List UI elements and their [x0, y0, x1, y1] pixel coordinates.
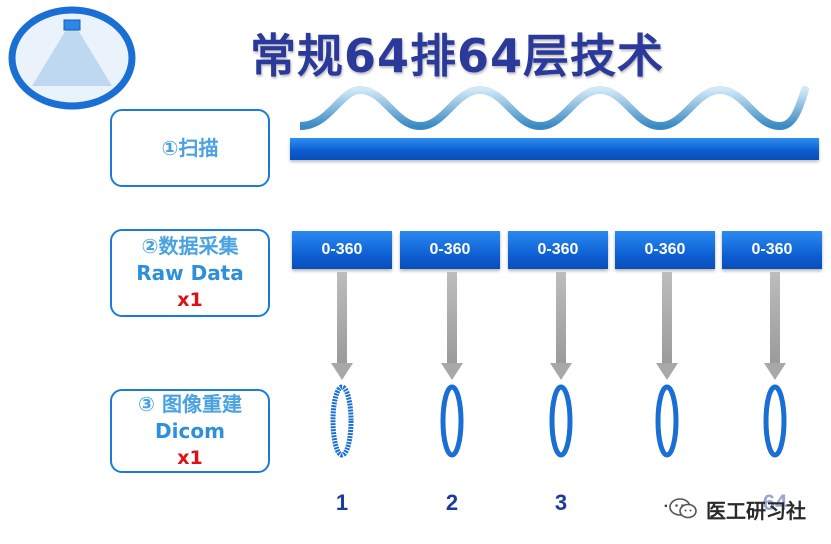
arrow-2 [441, 272, 463, 380]
segment-4: 0-360 [615, 231, 715, 269]
step-acquisition-sub: Raw Data [136, 260, 244, 285]
step-acquisition-count: x1 [177, 288, 203, 311]
step-scan-box: ①扫描 [110, 109, 270, 187]
arrow-1 [331, 272, 353, 380]
ring-number-3: 3 [554, 490, 568, 515]
image-ring-1 [330, 384, 354, 458]
watermark: 医工研习社 [668, 494, 806, 524]
scanner-logo-icon [8, 6, 136, 110]
image-ring-5 [763, 384, 787, 458]
segment-2: 0-360 [400, 231, 500, 269]
step-scan-label: ①扫描 [161, 135, 219, 160]
segment-3: 0-360 [508, 231, 608, 269]
step-reconstruction-box: ③ 图像重建 Dicom x1 [110, 389, 270, 473]
step-reconstruction-label: ③ 图像重建 [138, 391, 242, 416]
page-title: 常规64排64层技术 [250, 29, 665, 83]
segment-1: 0-360 [292, 231, 392, 269]
segment-5: 0-360 [722, 231, 822, 269]
ring-number-2: 2 [445, 490, 459, 515]
arrow-5 [764, 272, 786, 380]
step-reconstruction-count: x1 [177, 446, 203, 469]
image-ring-2 [440, 384, 464, 458]
step-acquisition-label: ②数据采集 [141, 233, 239, 258]
step-acquisition-box: ②数据采集 Raw Data x1 [110, 229, 270, 317]
watermark-text: 医工研习社 [706, 498, 806, 523]
image-ring-4 [655, 384, 679, 458]
arrow-3 [550, 272, 572, 380]
image-ring-3 [549, 384, 573, 458]
step-reconstruction-sub: Dicom [155, 418, 225, 443]
scan-wave [300, 85, 809, 131]
ring-number-1: 1 [335, 490, 349, 515]
scan-bar [290, 138, 819, 160]
wechat-icon [669, 498, 697, 519]
arrow-4 [656, 272, 678, 380]
